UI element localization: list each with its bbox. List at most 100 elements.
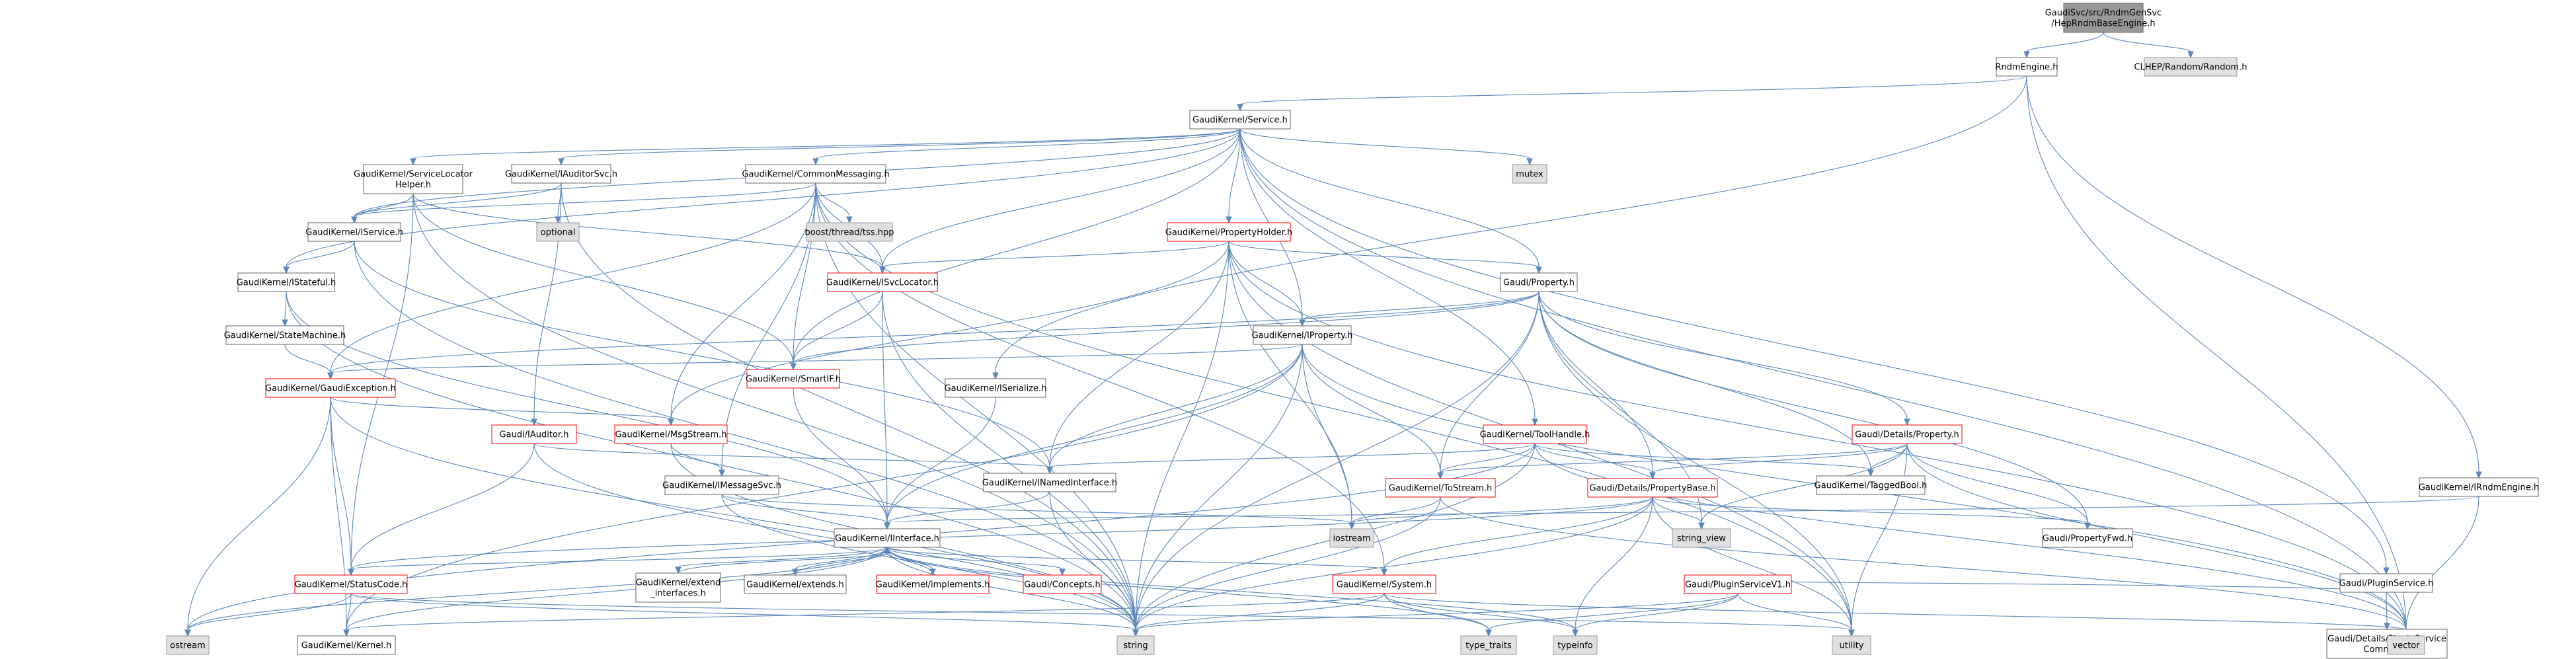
dependency-edge <box>1538 291 1852 631</box>
node-label: GaudiKernel/IProperty.h <box>1252 331 1353 341</box>
node-label: ostream <box>170 641 206 651</box>
dependency-edge <box>678 547 888 568</box>
graph-node-gaudiproperty[interactable]: Gaudi/Property.h <box>1500 272 1578 292</box>
graph-node-extends[interactable]: GaudiKernel/extends.h <box>744 574 847 594</box>
node-box <box>536 222 580 242</box>
dependency-edge-arrowhead <box>555 216 561 224</box>
dependency-edge <box>2103 32 2191 52</box>
graph-node-concepts[interactable]: Gaudi/Concepts.h <box>1023 574 1102 594</box>
graph-node-iproperty[interactable]: GaudiKernel/IProperty.h <box>1252 325 1353 345</box>
dependency-edge-arrowhead <box>1867 469 1874 477</box>
dependency-edge <box>354 241 1050 468</box>
dependency-edge <box>350 443 535 570</box>
graph-node-toolhandle[interactable]: GaudiKernel/ToolHandle.h <box>1480 424 1590 444</box>
graph-node-isvclocator[interactable]: GaudiKernel/ISvcLocator.h <box>826 272 939 292</box>
dependency-edge <box>1135 593 1385 631</box>
graph-node-rndmengine[interactable]: RndmEngine.h <box>1995 57 2058 77</box>
dependency-edge <box>330 182 816 373</box>
dependency-edge <box>187 593 352 631</box>
dependency-edge-arrowhead <box>2383 567 2390 575</box>
node-label: string <box>1123 641 1148 651</box>
dependency-edge <box>1351 496 1441 523</box>
graph-node-commonmessaging[interactable]: GaudiKernel/CommonMessaging.h <box>742 164 890 184</box>
dependency-edge <box>1534 443 1871 471</box>
dependency-edge <box>793 291 1540 364</box>
node-box <box>237 272 335 292</box>
graph-node-extend_interfaces[interactable]: GaudiKernel/extend_interfaces.h <box>635 572 721 603</box>
dependency-edge <box>721 182 816 471</box>
node-label: GaudiKernel/ToolHandle.h <box>1480 430 1590 440</box>
graph-node-statuscode[interactable]: GaudiKernel/StatusCode.h <box>294 574 408 594</box>
graph-node-iservice[interactable]: GaudiKernel/IService.h <box>305 222 403 242</box>
graph-node-smartif[interactable]: GaudiKernel/SmartIF.h <box>746 369 841 389</box>
dependency-edge <box>1228 241 2407 631</box>
graph-node-imessagesvc[interactable]: GaudiKernel/IMessageSvc.h <box>662 475 781 495</box>
dependency-edge-arrowhead <box>992 372 999 380</box>
dependency-edge <box>1652 496 2088 523</box>
dependency-edge <box>330 397 347 631</box>
graph-node-propertybase[interactable]: Gaudi/Details/PropertyBase.h <box>1587 478 1718 498</box>
dependency-edge <box>187 397 331 631</box>
node-box <box>744 574 847 594</box>
dependency-edge-arrowhead <box>1381 568 1387 576</box>
node-box <box>1500 272 1578 292</box>
graph-node-propertyfwd[interactable]: Gaudi/PropertyFwd.h <box>2042 528 2133 548</box>
dependency-edge <box>1534 443 2407 631</box>
graph-node-iinterface[interactable]: GaudiKernel/IInterface.h <box>834 528 941 548</box>
dependency-edge <box>882 291 888 523</box>
dependency-edge <box>1384 593 1576 631</box>
dependency-edge <box>2386 592 2388 624</box>
graph-node-pluginservicev1[interactable]: Gaudi/PluginServiceV1.h <box>1684 574 1792 594</box>
dependency-edge-arrowhead <box>1299 319 1306 327</box>
dependency-edge <box>1135 593 1738 631</box>
dependency-edge-arrowhead <box>790 363 797 371</box>
node-label: mutex <box>1516 170 1543 180</box>
graph-node-statemachine[interactable]: GaudiKernel/StateMachine.h <box>224 325 346 345</box>
graph-node-kernel[interactable]: GaudiKernel/Kernel.h <box>297 635 396 655</box>
dependency-edge <box>670 241 1229 420</box>
node-label: Gaudi/Details/Property.h <box>1855 430 1959 440</box>
dependency-edge <box>886 496 2479 523</box>
graph-node-iserialize[interactable]: GaudiKernel/ISerialize.h <box>945 378 1047 398</box>
node-box <box>265 378 396 398</box>
graph-node-gaudiexception[interactable]: GaudiKernel/GaudiException.h <box>265 378 396 398</box>
dependency-edge <box>795 553 888 576</box>
graph-node-iauditor[interactable]: Gaudi/IAuditor.h <box>491 424 577 444</box>
dependency-edge-arrowhead <box>2023 51 2030 59</box>
node-box <box>2339 573 2433 593</box>
dependency-edge <box>815 182 1852 631</box>
graph-node-taggedbool[interactable]: GaudiKernel/TaggedBool.h <box>1815 475 1928 495</box>
graph-node-system[interactable]: GaudiKernel/System.h <box>1332 574 1436 594</box>
graph-node-implements[interactable]: GaudiKernel/implements.h <box>876 574 990 594</box>
graph-node-service[interactable]: GaudiKernel/Service.h <box>1189 110 1291 130</box>
node-box <box>1553 635 1598 655</box>
node-label: GaudiKernel/SmartIF.h <box>746 375 841 385</box>
dependency-edge-arrowhead <box>1485 629 1492 637</box>
graph-node-pluginservice[interactable]: Gaudi/PluginService.h <box>2339 573 2434 593</box>
node-box <box>1329 528 1374 548</box>
graph-node-iauditorsvc[interactable]: GaudiKernel/IAuditorSvc.h <box>505 164 617 184</box>
graph-node-optional: optional <box>536 222 580 242</box>
nodes-layer: GaudiSvc/src/RndmGenSvc/HepRndmBaseEngin… <box>166 3 2539 659</box>
dependency-edge-arrowhead <box>1437 472 1444 480</box>
node-label: /HepRndmBaseEngine.h <box>2051 19 2155 29</box>
node-label: boost/thread/tss.hpp <box>805 228 894 238</box>
graph-node-typeinfo: typeinfo <box>1553 635 1598 655</box>
dependency-edge <box>1239 128 2387 568</box>
graph-node-root: GaudiSvc/src/RndmGenSvc/HepRndmBaseEngin… <box>2045 3 2162 33</box>
node-box <box>635 572 721 603</box>
graph-node-inamedinterface[interactable]: GaudiKernel/INamedInterface.h <box>982 473 1117 492</box>
graph-node-istateful[interactable]: GaudiKernel/IStateful.h <box>237 272 336 292</box>
graph-node-irndmengine[interactable]: GaudiKernel/IRndmEngine.h <box>2419 477 2539 497</box>
graph-node-ostream: ostream <box>166 635 210 655</box>
dependency-edge <box>1049 241 1229 468</box>
graph-node-propertyholder[interactable]: GaudiKernel/PropertyHolder.h <box>1165 222 1293 242</box>
dependency-edge <box>1228 241 1352 523</box>
graph-node-tostream[interactable]: GaudiKernel/ToStream.h <box>1385 478 1496 498</box>
graph-node-msgstream[interactable]: GaudiKernel/MsgStream.h <box>614 424 728 444</box>
graph-node-detailsproperty[interactable]: Gaudi/Details/Property.h <box>1852 424 1963 444</box>
node-box <box>491 424 577 444</box>
node-label: GaudiKernel/ToStream.h <box>1389 484 1492 494</box>
